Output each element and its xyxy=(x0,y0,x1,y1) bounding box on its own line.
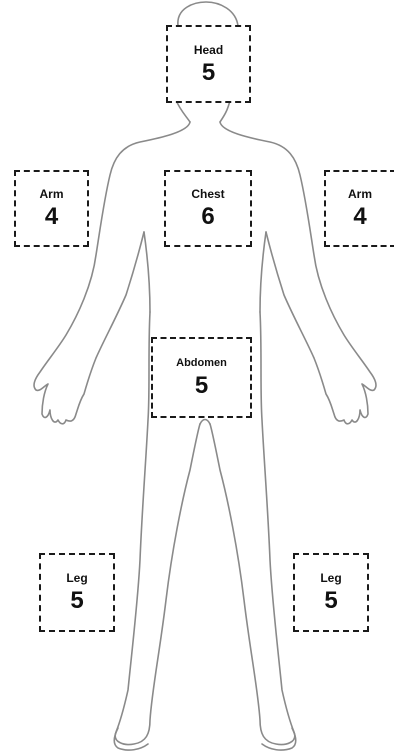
zone-chest-label: Chest xyxy=(191,187,224,201)
zone-abdomen: Abdomen 5 xyxy=(151,337,252,418)
zone-chest-value: 6 xyxy=(201,204,214,230)
zone-arm-right-label: Arm xyxy=(348,187,372,201)
zone-head-value: 5 xyxy=(202,60,215,86)
zone-leg-left-label: Leg xyxy=(66,571,87,585)
zone-arm-left-value: 4 xyxy=(45,204,58,230)
right-inner-arm xyxy=(260,232,266,312)
right-foot xyxy=(262,728,296,750)
zone-leg-left: Leg 5 xyxy=(39,553,115,632)
zone-abdomen-value: 5 xyxy=(195,373,208,399)
zone-arm-right: Arm 4 xyxy=(324,170,394,247)
zone-leg-left-value: 5 xyxy=(70,588,83,614)
zone-chest: Chest 6 xyxy=(164,170,252,247)
left-inner-arm xyxy=(144,232,150,312)
left-foot xyxy=(114,728,148,750)
zone-arm-left: Arm 4 xyxy=(14,170,89,247)
crotch xyxy=(200,420,210,425)
zone-arm-left-label: Arm xyxy=(39,187,63,201)
zone-arm-right-value: 4 xyxy=(353,204,366,230)
zone-leg-right-label: Leg xyxy=(320,571,341,585)
zone-leg-right-value: 5 xyxy=(324,588,337,614)
zone-head-label: Head xyxy=(194,43,223,57)
zone-head: Head 5 xyxy=(166,25,251,103)
zone-abdomen-label: Abdomen xyxy=(176,356,227,370)
zone-leg-right: Leg 5 xyxy=(293,553,369,632)
